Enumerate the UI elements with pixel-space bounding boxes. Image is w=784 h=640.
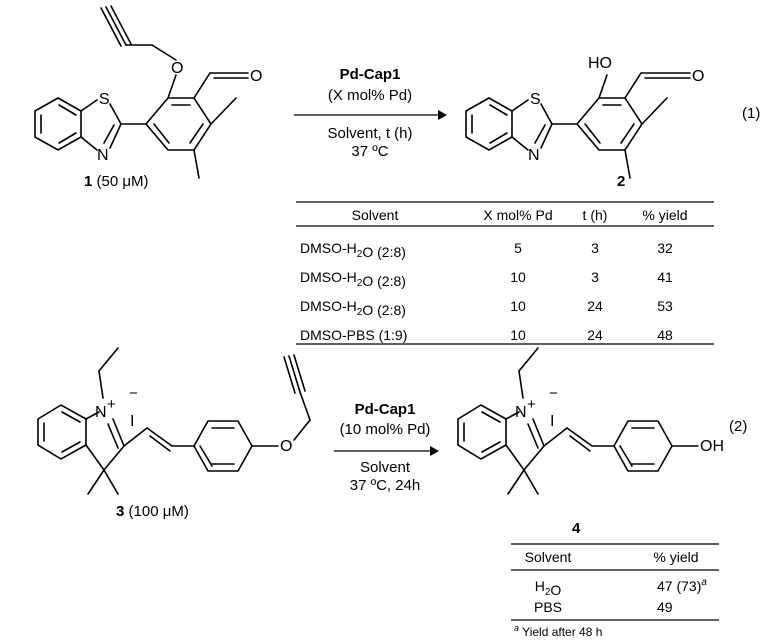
table-2-cell-yield: 47 (73)a <box>657 577 707 594</box>
negative-charge-4: − <box>549 385 558 402</box>
table-2-cell-solvent: H2O <box>535 578 562 598</box>
table-1-cell-solvent: DMSO-H2O (2:8) <box>300 269 406 289</box>
nitrogen-atom-2: N <box>528 147 540 164</box>
nitrogen-atom-1: N <box>97 147 109 164</box>
hydroxyl-label-2: HO <box>588 55 612 72</box>
arrowhead-2 <box>430 446 439 456</box>
table-1-cell: 53 <box>657 298 673 314</box>
compound-3-label: 3 (100 μM) <box>116 503 189 520</box>
compound-4-structure <box>457 347 699 495</box>
aldehyde-oxygen-2: O <box>692 68 704 85</box>
table-1-header: Solvent <box>352 207 399 223</box>
loading-label-2: (10 mol% Pd) <box>340 421 431 438</box>
table-1-cell: 5 <box>514 240 522 256</box>
compound-3-structure <box>37 347 311 495</box>
table-1-cell: 48 <box>657 327 673 343</box>
conditions-2b: 37 ºC, 24h <box>350 477 421 494</box>
compound-2-structure <box>465 72 691 179</box>
table-1-cell: 10 <box>510 327 526 343</box>
footnote: a Yield after 48 h <box>514 623 602 639</box>
table-1-cell: 24 <box>587 327 603 343</box>
positive-charge-4: + <box>527 396 536 413</box>
table-1-cell: 41 <box>657 269 673 285</box>
conditions-1a: Solvent, t (h) <box>327 125 412 142</box>
table-1-cell: 3 <box>591 269 599 285</box>
iodide-label-4: I <box>550 413 554 430</box>
reagent-label-2: Pd-Cap1 <box>355 401 416 418</box>
conditions-2a: Solvent <box>360 459 411 476</box>
compound-4-label: 4 <box>572 520 581 537</box>
table-1-cell: 24 <box>587 298 603 314</box>
table-1-cell: 32 <box>657 240 673 256</box>
table-1-header: % yield <box>642 207 687 223</box>
table-1-cell-solvent: DMSO-H2O (2:8) <box>300 240 406 260</box>
table-2-cell-yield: 49 <box>657 599 673 615</box>
aldehyde-oxygen-1: O <box>250 68 262 85</box>
equation-number-1: (1) <box>742 105 760 122</box>
arrowhead-1 <box>438 110 447 120</box>
table-2-header: Solvent <box>525 549 572 565</box>
hydroxyl-label-4: OH <box>700 438 724 455</box>
indolium-nitrogen-3: N <box>95 404 107 421</box>
loading-label-1: (X mol% Pd) <box>328 87 412 104</box>
table-2-cell-solvent: PBS <box>534 599 562 615</box>
table-1-cell-solvent: DMSO-PBS (1:9) <box>300 327 407 343</box>
sulfur-atom-1: S <box>99 91 110 108</box>
ether-oxygen-3: O <box>280 438 292 455</box>
table-1-header: t (h) <box>583 207 608 223</box>
reagent-label-1: Pd-Cap1 <box>340 66 401 83</box>
indolium-nitrogen-4: N <box>515 404 527 421</box>
conditions-1b: 37 ºC <box>351 143 388 160</box>
compound-1-label: 1 (50 μM) <box>84 173 149 190</box>
negative-charge-3: − <box>129 385 138 402</box>
iodide-label-3: I <box>130 413 134 430</box>
table-1-cell: 3 <box>591 240 599 256</box>
compound-1-structure <box>34 5 249 179</box>
table-1-cell-solvent: DMSO-H2O (2:8) <box>300 298 406 318</box>
table-1: Solvent X mol% Pd t (h) % yield DMSO-H2O… <box>296 201 714 345</box>
compound-2-label: 2 <box>617 173 625 190</box>
ether-oxygen-1: O <box>171 60 183 77</box>
sulfur-atom-2: S <box>530 91 541 108</box>
table-1-cell: 10 <box>510 298 526 314</box>
positive-charge-3: + <box>107 396 116 413</box>
equation-number-2: (2) <box>729 418 747 435</box>
table-1-header: X mol% Pd <box>483 207 552 223</box>
table-1-cell: 10 <box>510 269 526 285</box>
table-2-header: % yield <box>653 549 698 565</box>
